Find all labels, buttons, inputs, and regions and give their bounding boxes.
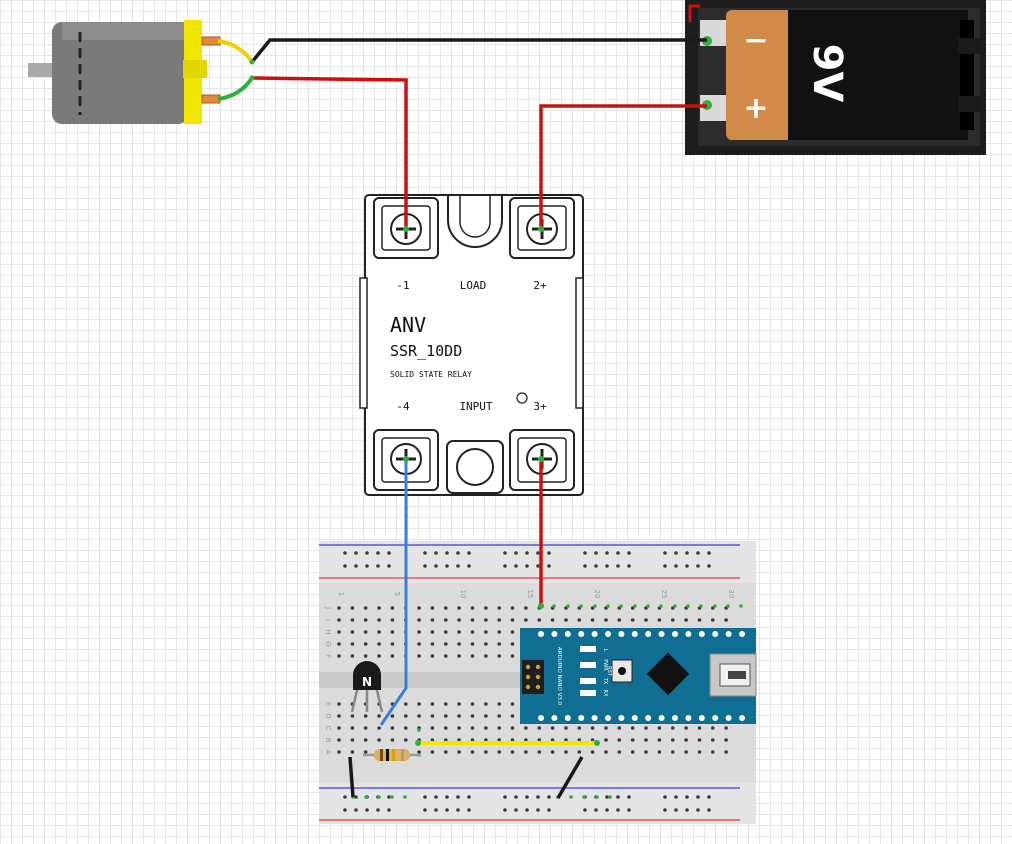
relay-model: SSR_10DD (390, 342, 462, 360)
col-label-5: 5 (393, 592, 401, 596)
relay-flange-left (359, 277, 368, 409)
arduino-led-l (580, 646, 596, 652)
wire-red-battery-relay[interactable] (539, 104, 707, 229)
col-label-20: 20 (593, 590, 601, 599)
battery-cell-black (788, 10, 968, 140)
arduino-led-l-label: L (602, 649, 608, 652)
npn-transistor[interactable]: N (350, 661, 384, 713)
relay-flange-right (575, 277, 584, 409)
solid-state-relay[interactable]: -1 LOAD 2+ ANV SSR_10DD SOLID STATE RELA… (359, 194, 584, 496)
breadboard-bottom-rail (319, 783, 756, 824)
row-label-a: A (324, 750, 332, 755)
battery-cell-copper (726, 10, 792, 140)
wires (250, 38, 707, 799)
row-label-f: F (324, 654, 332, 658)
arduino-led-pwr (580, 662, 596, 668)
col-label-10: 10 (459, 590, 467, 599)
transistor-type: N (362, 675, 372, 689)
relay-term3-label: 3+ (533, 400, 547, 413)
motor-highlight (62, 22, 188, 40)
motor-shaft (28, 63, 58, 77)
breadboard-top-rail (319, 541, 756, 583)
arduino-reset-label: RST (606, 666, 612, 677)
breadboard-column-labels: 1 5 10 15 20 25 30 (337, 590, 735, 599)
relay-description: SOLID STATE RELAY (390, 370, 472, 379)
relay-mount-slot-inner (459, 196, 491, 238)
arduino-led-tx-label: TX (602, 677, 608, 685)
row-label-b: B (324, 738, 332, 743)
arduino-led-tx (580, 678, 596, 684)
motor-terminal-top (201, 36, 221, 46)
relay-mount-hole-inner (456, 448, 494, 486)
row-label-c: C (324, 726, 332, 731)
col-label-1: 1 (337, 592, 345, 596)
col-label-30: 30 (727, 590, 735, 599)
battery-9v[interactable]: − + 9V (685, 0, 986, 155)
battery-minus: − (743, 23, 768, 58)
row-label-e: E (324, 702, 332, 706)
row-label-h: H (324, 629, 332, 634)
row-label-i: I (324, 619, 332, 621)
battery-plus: + (743, 91, 768, 126)
relay-load-label: LOAD (460, 279, 487, 292)
battery-notch-bottom (958, 96, 980, 112)
wire-blue-relay-transistor[interactable] (379, 459, 408, 726)
relay-brand: ANV (390, 313, 426, 337)
battery-end (960, 20, 974, 130)
arduino-nano[interactable]: ARDUINO NANO V3.0 L PWR TX RX RST (520, 628, 757, 724)
row-label-d: D (324, 713, 332, 718)
resistor[interactable] (363, 749, 420, 761)
wire-red-motor-relay[interactable] (251, 76, 408, 229)
arduino-icsp-header (522, 660, 544, 694)
motor-body (52, 22, 188, 124)
wire-black-motor-battery[interactable] (250, 38, 707, 64)
motor-terminal-bottom (201, 94, 221, 104)
wire-black-ground-left[interactable] (348, 756, 355, 798)
motor-lead-green (217, 76, 254, 101)
wire-endpoints (249, 59, 600, 746)
breadboard-row-labels: J I H G F E D C B A (324, 606, 332, 755)
relay-term1-label: -1 (396, 279, 409, 292)
arduino-led-pwr-label: PWR (602, 659, 608, 671)
relay-term2-label: 2+ (533, 279, 547, 292)
arduino-board-name: ARDUINO NANO V3.0 (556, 647, 562, 706)
relay-indicator-led (516, 392, 528, 404)
relay-mount-slot-top (447, 196, 503, 248)
battery-notch-top (958, 38, 980, 54)
arduino-led-rx-label: RX (602, 690, 608, 697)
relay-term4-label: -4 (396, 400, 410, 413)
row-label-j: J (324, 606, 332, 609)
motor-bushing (183, 60, 207, 78)
relay-input-label: INPUT (459, 400, 492, 413)
col-label-25: 25 (660, 590, 668, 599)
transistor-body (353, 661, 381, 690)
arduino-pin-row (538, 631, 745, 721)
battery-label: 9V (804, 44, 850, 103)
arduino-led-rx (580, 690, 596, 696)
motor-lead-yellow (217, 39, 254, 64)
battery-clip-lead (688, 4, 700, 22)
row-label-g: G (324, 641, 332, 646)
col-label-15: 15 (526, 590, 534, 599)
dc-motor[interactable] (28, 20, 221, 124)
wire-black-ground-right[interactable] (556, 756, 584, 799)
